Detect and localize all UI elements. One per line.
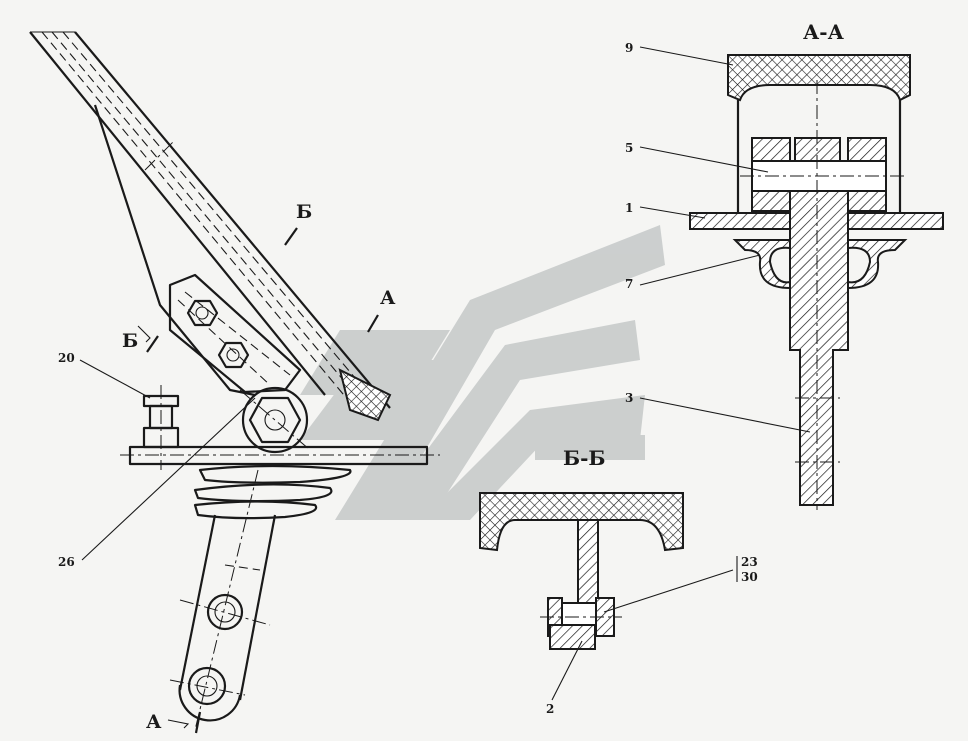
cut-mark-b-left: Б <box>122 325 159 353</box>
cut-label-a-top: А <box>380 287 396 309</box>
svg-text:9: 9 <box>625 41 633 55</box>
section-bb <box>479 492 684 650</box>
cut-label-a-bottom: А <box>146 711 162 733</box>
svg-text:2: 2 <box>546 702 554 716</box>
section-title-aa: А-А <box>803 20 845 44</box>
cut-mark-a-top: А <box>367 287 396 333</box>
cut-mark-a-bottom: А <box>146 711 202 734</box>
callout-20: 20 <box>58 351 151 399</box>
callout-5: 5 <box>625 141 769 173</box>
callout-7: 7 <box>625 254 761 291</box>
callout-3: 3 <box>625 391 811 433</box>
cut-label-b-left: Б <box>122 330 138 352</box>
callout-26: 26 <box>58 397 256 569</box>
section-title-bb: Б-Б <box>563 446 605 470</box>
callout-2: 2 <box>546 640 583 716</box>
svg-text:20: 20 <box>58 351 75 365</box>
callout-23-30: 23 30 <box>603 555 758 613</box>
svg-text:26: 26 <box>58 555 75 569</box>
watermark-logo <box>300 225 665 520</box>
cut-label-b-top: Б <box>296 201 312 223</box>
svg-text:7: 7 <box>625 277 633 291</box>
svg-text:1: 1 <box>625 201 633 215</box>
svg-text:5: 5 <box>625 141 633 155</box>
svg-text:30: 30 <box>741 570 758 584</box>
callout-9: 9 <box>625 41 734 66</box>
section-aa <box>689 54 944 510</box>
pedal-assembly <box>29 31 440 731</box>
svg-text:23: 23 <box>741 555 758 569</box>
svg-text:3: 3 <box>625 391 633 405</box>
callout-1: 1 <box>625 201 706 219</box>
cut-mark-b-top: Б <box>284 201 312 246</box>
